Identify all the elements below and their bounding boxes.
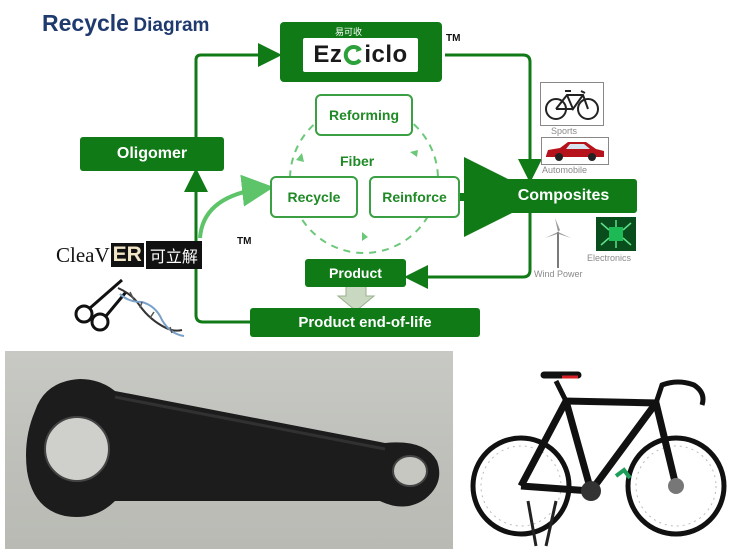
title-sub: Diagram xyxy=(133,15,210,36)
bicycle-photo xyxy=(466,351,750,556)
cleaver-text-a: CleaV xyxy=(56,242,110,267)
ezciclo-chinese: 易可收 xyxy=(335,27,363,37)
scissors-dna-icon xyxy=(74,278,185,337)
box-product-end-of-life: Product end-of-life xyxy=(250,308,480,337)
ezciclo-logo: Ez iclo xyxy=(303,38,418,72)
box-reforming: Reforming xyxy=(315,94,413,136)
circuit-board-icon xyxy=(596,217,636,251)
box-oligomer: Oligomer xyxy=(80,137,224,171)
arrow-product-to-eol xyxy=(336,285,376,312)
arrow-eol-to-oligomer xyxy=(184,168,250,324)
box-composites: Composites xyxy=(490,179,637,213)
recycle-c-icon xyxy=(344,45,363,65)
wind-turbine-icon xyxy=(541,218,575,268)
box-reinforce: Reinforce xyxy=(369,176,460,218)
arrow-ezciclo-to-composites xyxy=(445,53,542,183)
arrow-composites-to-product xyxy=(404,212,532,289)
cycle-arrowhead-bottom xyxy=(362,232,368,241)
ezciclo-tm: TM xyxy=(446,33,461,44)
ezciclo-suffix: iclo xyxy=(364,41,408,68)
cycle-arrowhead-right xyxy=(410,150,418,157)
label-electronics: Electronics xyxy=(587,253,632,263)
arrow-cleaver-to-recycle xyxy=(198,174,274,239)
cleaver-text-b: ER xyxy=(110,243,144,267)
automobile-icon xyxy=(541,137,609,165)
box-product: Product xyxy=(305,259,406,287)
label-wind-power: Wind Power xyxy=(534,269,583,279)
ezciclo-box: 易可收 Ez iclo xyxy=(280,22,442,82)
box-recycle: Recycle xyxy=(270,176,358,218)
cycle-arrowhead-left xyxy=(296,153,304,162)
arrow-oligomer-to-ezciclo xyxy=(194,43,282,137)
page-title: Recycle Diagram xyxy=(42,10,209,37)
crank-arm-photo xyxy=(5,351,453,549)
ezciclo-prefix: Ez xyxy=(313,41,343,68)
sports-bike-icon xyxy=(540,82,604,126)
label-sports: Sports xyxy=(551,126,578,136)
label-fiber: Fiber xyxy=(340,153,375,169)
cleaver-tm: TM xyxy=(237,236,252,247)
label-automobile: Automobile xyxy=(542,165,588,175)
cleaver-chinese: 可立解 xyxy=(145,241,202,269)
title-main: Recycle xyxy=(42,10,129,36)
